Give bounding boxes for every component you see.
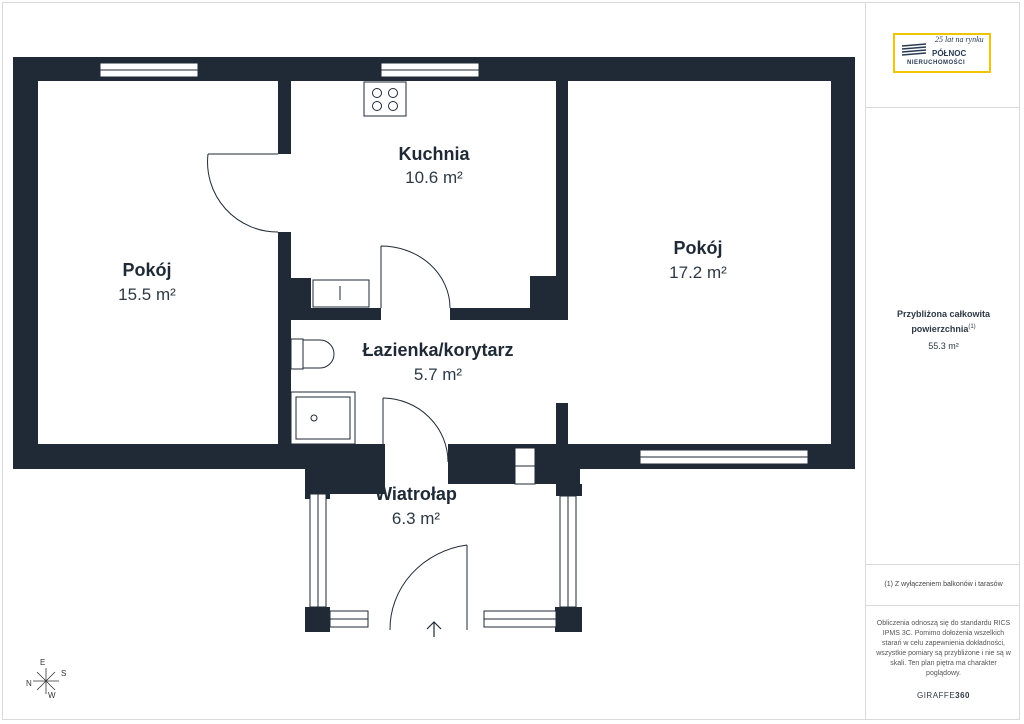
company-logo: 25 lat na rynku PÓŁNOC NIERUCHOMOŚCI bbox=[893, 33, 991, 73]
logo-tagline: 25 lat na rynku bbox=[935, 35, 984, 44]
room-area-wiatrolap: 6.3 m² bbox=[392, 509, 441, 528]
wall-int-1 bbox=[278, 81, 291, 154]
wall-vestibule-br bbox=[555, 607, 582, 632]
room-name-kuchnia: Kuchnia bbox=[398, 144, 470, 164]
disclaimer: Obliczenia odnoszą się do standardu RICS… bbox=[876, 620, 1011, 677]
toilet-icon bbox=[302, 339, 335, 369]
toilet-tank-icon bbox=[290, 338, 304, 370]
room-name-wiatrolap: Wiatrołap bbox=[375, 484, 457, 504]
doors bbox=[207, 153, 468, 631]
footnote: (1) Z wyłączeniem balkonów i tarasów bbox=[884, 581, 1003, 588]
compass-icon: E S N W bbox=[26, 658, 66, 700]
brand-label: GIRAFFE360 bbox=[916, 691, 971, 700]
wall-bottom-left bbox=[13, 444, 305, 469]
logo-line1: PÓŁNOC bbox=[932, 49, 967, 58]
room-name-lazienka: Łazienka/korytarz bbox=[362, 340, 513, 360]
floor-plan: Kuchnia 10.6 m² Pokój 15.5 m² Pokój 17.2… bbox=[13, 57, 855, 700]
svg-text:W: W bbox=[48, 691, 56, 700]
info-sidebar: 25 lat na rynku PÓŁNOC NIERUCHOMOŚCI Prz… bbox=[865, 3, 1020, 720]
walls bbox=[13, 57, 855, 632]
fixtures bbox=[290, 81, 407, 445]
logo-line2: NIERUCHOMOŚCI bbox=[907, 60, 966, 66]
total-area-value: 55.3 m² bbox=[928, 341, 959, 351]
total-area-label: Przybliżona całkowita powierzchnia(1) bbox=[896, 309, 991, 334]
svg-text:N: N bbox=[26, 679, 32, 688]
svg-text:E: E bbox=[40, 658, 45, 667]
wall-int-2 bbox=[278, 232, 291, 444]
wall-vestibule-top-left bbox=[305, 444, 385, 494]
wall-int-4 bbox=[556, 403, 568, 469]
svg-text:S: S bbox=[61, 669, 66, 678]
sink-icon bbox=[312, 279, 370, 308]
entrance-arrow-icon bbox=[426, 621, 442, 637]
wall-vestibule-bl bbox=[305, 607, 330, 632]
wall-right bbox=[831, 57, 855, 469]
room-area-pokoj-left: 15.5 m² bbox=[118, 285, 176, 304]
room-area-lazienka: 5.7 m² bbox=[414, 365, 463, 384]
building-icon bbox=[901, 43, 927, 56]
room-name-pokoj-right: Pokój bbox=[673, 238, 722, 258]
wall-int-3 bbox=[556, 81, 568, 320]
wall-left bbox=[13, 57, 38, 469]
room-name-pokoj-left: Pokój bbox=[122, 260, 171, 280]
room-area-kuchnia: 10.6 m² bbox=[405, 168, 463, 187]
room-area-pokoj-right: 17.2 m² bbox=[669, 263, 727, 282]
stove-icon bbox=[363, 81, 407, 117]
